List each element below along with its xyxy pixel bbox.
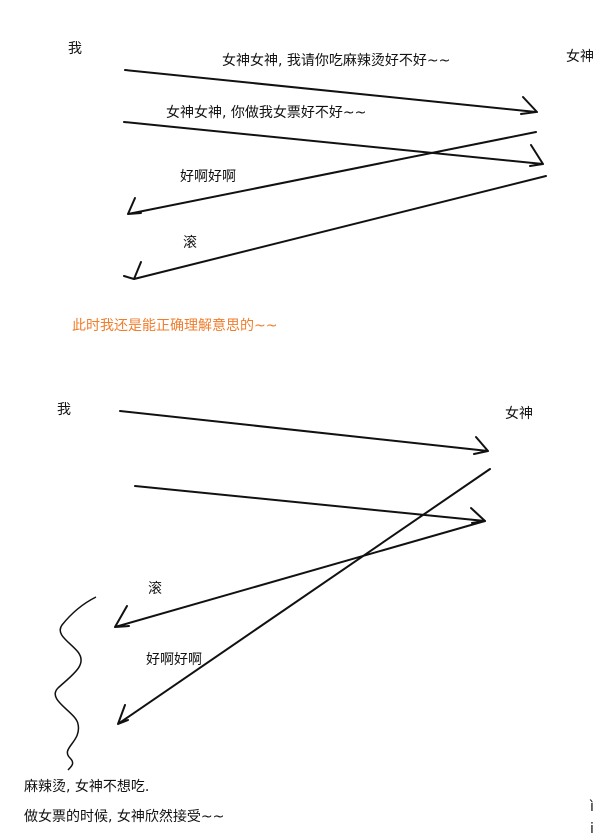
diagram1-message-4: 滚	[183, 235, 197, 251]
arrow-1-1	[124, 69, 538, 115]
diagram2-note-1: 麻辣烫, 女神不想吃.	[24, 779, 150, 795]
arrow-2-4	[117, 468, 491, 725]
arrow-2-3	[114, 520, 486, 628]
arrow-1-2	[123, 121, 544, 167]
diagram1-note: 此时我还是能正确理解意思的~~	[72, 318, 278, 334]
arrow-1-3	[127, 131, 537, 215]
diagram2-right-actor: 女神	[505, 406, 533, 422]
arrow-2-2	[134, 485, 486, 524]
diagram1-right-actor: 女神	[566, 49, 594, 65]
diagram2-message-1: 滚	[148, 581, 162, 597]
diagram1-message-3: 好啊好啊	[180, 169, 236, 185]
diagram1-message-2: 女神女神, 你做我女票好不好~~	[166, 105, 367, 121]
arrow-2-1	[119, 410, 489, 455]
diagram2-arrows	[114, 410, 491, 725]
curly-brace	[54, 596, 97, 771]
diagram2-note-2: 做女票的时候, 女神欣然接受~~	[24, 809, 225, 825]
arrow-1-4	[123, 175, 547, 280]
edge-fragment-2: i	[590, 821, 594, 837]
diagram2-left-actor: 我	[57, 402, 71, 418]
diagram1-arrows	[123, 69, 547, 280]
diagram1-message-1: 女神女神, 我请你吃麻辣烫好不好~~	[222, 53, 451, 69]
diagram1-left-actor: 我	[68, 41, 82, 57]
diagram2-message-2: 好啊好啊	[146, 652, 202, 668]
edge-fragment-1: ì	[590, 799, 594, 815]
